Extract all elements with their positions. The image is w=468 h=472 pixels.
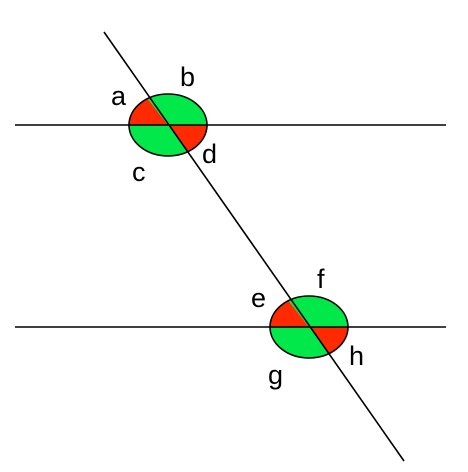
angle-a-region: [15, 98, 168, 125]
angle-label-e: e: [251, 283, 266, 313]
angle-label-a: a: [111, 81, 127, 111]
angle-label-c: c: [132, 157, 146, 187]
angle-label-b: b: [180, 62, 195, 92]
angle-f-region: [288, 296, 348, 327]
angle-label-d: d: [202, 139, 217, 169]
angle-label-g: g: [268, 360, 283, 390]
angle-g-region: [270, 327, 330, 358]
angle-label-f: f: [317, 264, 325, 294]
angle-b-region: [147, 94, 207, 125]
transversal-line: [103, 31, 405, 462]
angle-label-h: h: [349, 341, 364, 371]
